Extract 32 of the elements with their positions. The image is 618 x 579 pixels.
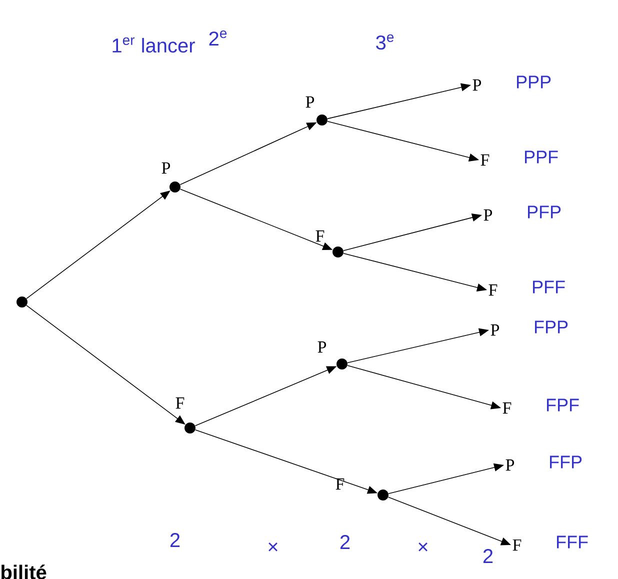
outcome-letter: F — [502, 402, 512, 414]
outcome-letter: P — [490, 324, 500, 336]
outcome-sequence: PFF — [533, 280, 565, 294]
branch-letter: F — [176, 397, 184, 409]
branch-letter: F — [316, 230, 324, 242]
branch-letter: P — [306, 96, 314, 108]
outcome-letter: P — [484, 209, 492, 221]
branch-letter: P — [162, 162, 170, 174]
handwritten-note: 2 — [483, 549, 493, 563]
handwritten-note: 1$^{er}$ lancer — [112, 37, 195, 53]
handwritten-note: 3$^{e}$ — [376, 34, 394, 50]
outcome-letter: P — [472, 79, 482, 91]
outcome-letter: F — [480, 154, 490, 166]
branch-letter: P — [318, 341, 326, 353]
outcome-letter: F — [512, 539, 522, 551]
outcome-sequence: PPF — [525, 150, 558, 164]
handwritten-note: × — [418, 542, 428, 552]
outcome-letter: P — [506, 459, 514, 471]
tree-dot — [16, 296, 28, 308]
branch-letter: F — [336, 478, 344, 490]
outcome-sequence: FFP — [550, 456, 582, 468]
handwritten-note: × — [268, 542, 278, 552]
outcome-sequence: PFP — [528, 206, 561, 218]
handwritten-note: 2 — [170, 533, 180, 547]
handwritten-note: 2 — [340, 535, 350, 549]
outcome-letter: F — [488, 284, 498, 296]
handwritten-note: 2$^{e}$ — [209, 30, 227, 46]
outcome-sequence: PPP — [517, 76, 551, 88]
heading-text: bilité — [2, 564, 46, 579]
outcome-sequence: FPP — [535, 320, 568, 334]
outcome-sequence: FPF — [547, 398, 579, 412]
outcome-sequence: FFF — [557, 536, 588, 548]
